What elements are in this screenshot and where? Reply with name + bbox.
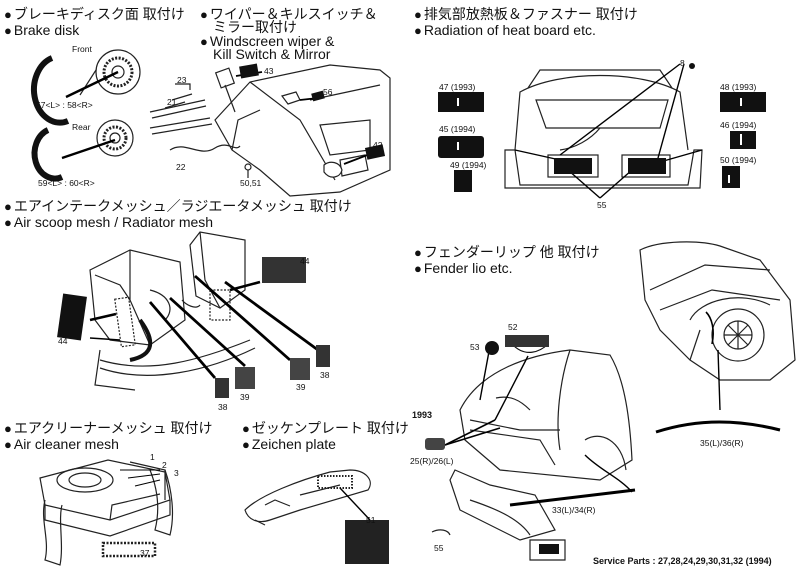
zeichen-title-en-text: Zeichen plate xyxy=(251,436,336,452)
brake-title-jp: ●ブレーキディスク面 取付け xyxy=(4,6,185,22)
fender-title-jp: ●フェンダーリップ 他 取付け xyxy=(414,244,600,260)
wiper-title-en1-text: Windscreen wiper & xyxy=(209,33,335,49)
part-55-exhaust: 55 xyxy=(597,200,607,210)
part-56: 56 xyxy=(323,87,333,97)
exhaust-title-en-text: Radiation of heat board etc. xyxy=(423,22,596,38)
part-52: 52 xyxy=(508,322,518,332)
part-38-a: 38 xyxy=(218,402,228,412)
part-38-b: 38 xyxy=(320,370,330,380)
air-scoop-drawing xyxy=(89,231,319,391)
aircleaner-title-en-text: Air cleaner mesh xyxy=(13,436,119,452)
zeichen-title-jp: ●ゼッケンプレート 取付け xyxy=(242,420,409,436)
brake-title-jp-text: ブレーキディスク面 取付け xyxy=(13,6,185,22)
part-43: 43 xyxy=(264,66,274,76)
part-47-1993: 47 (1993) xyxy=(439,82,476,92)
part-44-scoop: 44 xyxy=(58,336,68,346)
part-33-34: 33(L)/34(R) xyxy=(552,505,596,515)
airscoop-title-en: ●Air scoop mesh / Radiator mesh xyxy=(4,214,214,230)
brake-rear-parts: 59<L> : 60<R> xyxy=(38,178,95,188)
exhaust-title-jp: ●排気部放熱板＆ファスナー 取付け xyxy=(414,6,638,22)
aircleaner-title-en: ●Air cleaner mesh xyxy=(4,436,119,452)
car-front-drawing xyxy=(149,64,391,197)
wiper-title-jp1: ●ワイパー＆キルスイッチ＆ xyxy=(200,6,378,22)
airscoop-title-en-text: Air scoop mesh / Radiator mesh xyxy=(13,214,214,230)
exhaust-title-en: ●Radiation of heat board etc. xyxy=(414,22,596,38)
part-46-1994: 46 (1994) xyxy=(720,120,757,130)
part-25-26: 25(R)/26(L) xyxy=(410,456,454,466)
exhaust-title-jp-text: 排気部放熱板＆ファスナー 取付け xyxy=(423,6,638,22)
wiper-title-en1: ●Windscreen wiper & xyxy=(200,33,335,49)
fender-title-en-text: Fender lio etc. xyxy=(423,260,513,276)
part-45-1994: 45 (1994) xyxy=(439,124,476,134)
zeichen-plate-drawing xyxy=(244,469,371,526)
wiper-title-jp2: ミラー取付け xyxy=(213,19,297,35)
aircleaner-title-jp-text: エアクリーナーメッシュ 取付け xyxy=(13,420,213,436)
part-35-36: 35(L)/36(R) xyxy=(700,438,744,448)
fender-title-jp-text: フェンダーリップ 他 取付け xyxy=(423,244,600,260)
part-3: 3 xyxy=(174,468,179,478)
part-49-1994: 49 (1994) xyxy=(450,160,487,170)
part-8: 8 xyxy=(680,58,685,68)
brake-rear-label: Rear xyxy=(72,122,91,132)
part-21: 21 xyxy=(167,97,177,107)
fender-car-drawing xyxy=(431,338,781,561)
wiper-title-jp1-text: ワイパー＆キルスイッチ＆ xyxy=(209,6,378,22)
zeichen-title-jp-text: ゼッケンプレート 取付け xyxy=(251,420,409,436)
fender-year: 1993 xyxy=(412,410,433,420)
part-2: 2 xyxy=(162,460,167,470)
fender-title-en: ●Fender lio etc. xyxy=(414,260,513,276)
service-parts-note: Service Parts : 27,28,24,29,30,31,32 (19… xyxy=(593,556,772,566)
part-44-radiator: 44 xyxy=(300,256,310,266)
part-39-b: 39 xyxy=(296,382,306,392)
airscoop-title-jp: ●エアインテークメッシュ／ラジエータメッシュ 取付け xyxy=(4,198,352,214)
part-22: 22 xyxy=(176,162,186,172)
wiper-title-en2: Kill Switch & Mirror xyxy=(213,46,331,62)
rear-quarter-car-drawing xyxy=(639,241,796,411)
part-39-a: 39 xyxy=(240,392,250,402)
part-1: 1 xyxy=(150,452,155,462)
brake-title-en-text: Brake disk xyxy=(13,22,80,38)
part-37: 37 xyxy=(140,548,150,558)
part-23: 23 xyxy=(177,75,187,85)
brake-title-en: ●Brake disk xyxy=(4,22,80,38)
brake-front-parts: 57<L> : 58<R> xyxy=(36,100,93,110)
brake-front-label: Front xyxy=(72,44,92,54)
zeichen-title-en: ●Zeichen plate xyxy=(242,436,336,452)
part-48-1993: 48 (1993) xyxy=(720,82,757,92)
part-50-1994: 50 (1994) xyxy=(720,155,757,165)
brake-disk-drawing xyxy=(31,49,141,182)
part-51-zeichen: 51 xyxy=(366,515,376,525)
car-rear-drawing xyxy=(504,63,703,199)
part-50-51: 50,51 xyxy=(240,178,262,188)
airscoop-title-jp-text: エアインテークメッシュ／ラジエータメッシュ 取付け xyxy=(13,198,352,214)
aircleaner-title-jp: ●エアクリーナーメッシュ 取付け xyxy=(4,420,213,436)
part-53: 53 xyxy=(470,342,480,352)
air-cleaner-drawing xyxy=(39,459,174,566)
part-55-fender: 55 xyxy=(434,543,444,553)
part-42: 42 xyxy=(373,140,383,150)
